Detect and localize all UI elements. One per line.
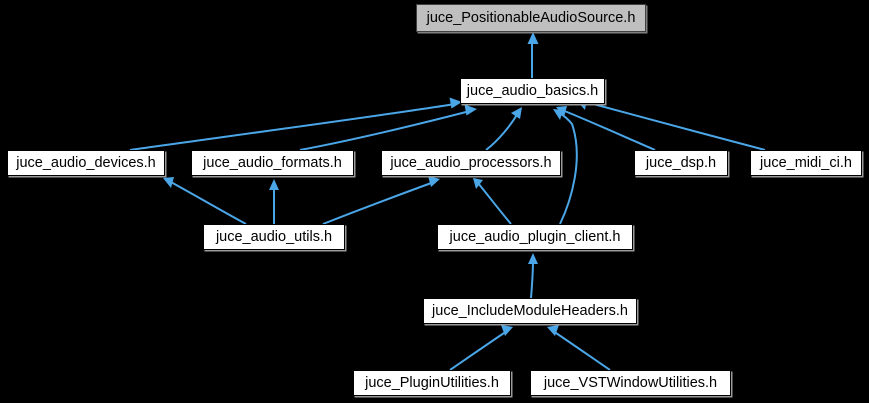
arrowhead-icon bbox=[528, 253, 538, 264]
graph-node-audio_formats[interactable]: juce_audio_formats.h bbox=[191, 150, 354, 176]
graph-node-label: juce_audio_devices.h bbox=[16, 154, 156, 171]
graph-node-positionable_audio_source[interactable]: juce_PositionableAudioSource.h bbox=[416, 4, 646, 32]
arrowhead-icon bbox=[163, 177, 174, 188]
arrowhead-icon bbox=[428, 176, 440, 187]
graph-edge-audio_plugin_client-to-audio_basics bbox=[553, 109, 578, 225]
arrowhead-icon bbox=[527, 32, 539, 44]
graph-node-vst_window_utilities[interactable]: juce_VSTWindowUtilities.h bbox=[530, 370, 731, 396]
graph-node-label: juce_PositionableAudioSource.h bbox=[426, 9, 636, 26]
arrowhead-icon bbox=[449, 97, 462, 109]
graph-edge-audio_utils-to-audio_processors bbox=[322, 176, 440, 225]
graph-edge-plugin_utilities-to-include_module_headers bbox=[449, 325, 513, 371]
graph-edge-audio_utils-to-audio_devices bbox=[163, 177, 247, 225]
graph-edge-audio_utils-to-audio_formats bbox=[269, 179, 279, 225]
graph-node-label: juce_PluginUtilities.h bbox=[365, 374, 499, 391]
arrowhead-icon bbox=[464, 104, 477, 116]
graph-node-plugin_utilities[interactable]: juce_PluginUtilities.h bbox=[353, 370, 511, 396]
graph-node-label: juce_VSTWindowUtilities.h bbox=[543, 374, 718, 391]
graph-node-label: juce_audio_formats.h bbox=[203, 154, 342, 171]
graph-node-label: juce_audio_utils.h bbox=[215, 228, 333, 245]
graph-node-label: juce_midi_ci.h bbox=[760, 154, 852, 171]
arrowhead-icon bbox=[553, 109, 563, 120]
arrowhead-icon bbox=[473, 178, 483, 189]
arrowhead-icon bbox=[511, 107, 522, 119]
graph-edge-vst_window_utilities-to-include_module_headers bbox=[547, 325, 611, 371]
graph-node-midi_ci[interactable]: juce_midi_ci.h bbox=[750, 150, 862, 176]
arrowhead-icon bbox=[501, 325, 513, 336]
graph-edge-audio_formats-to-audio_basics bbox=[299, 104, 477, 151]
graph-node-dsp[interactable]: juce_dsp.h bbox=[634, 150, 728, 176]
graph-node-audio_plugin_client[interactable]: juce_audio_plugin_client.h bbox=[437, 224, 633, 250]
graph-node-label: juce_audio_plugin_client.h bbox=[449, 228, 621, 245]
graph-edge-audio_plugin_client-to-audio_processors bbox=[473, 178, 512, 225]
graph-node-label: juce_dsp.h bbox=[645, 154, 717, 171]
graph-node-label: juce_IncludeModuleHeaders.h bbox=[432, 302, 628, 319]
graph-edge-audio_basics-to-positionable_audio_source bbox=[527, 32, 539, 78]
graph-edge-audio_processors-to-audio_basics bbox=[485, 107, 522, 151]
graph-edge-include_module_headers-to-audio_plugin_client bbox=[528, 253, 538, 299]
arrowhead-icon bbox=[269, 179, 279, 190]
graph-node-label: juce_audio_processors.h bbox=[390, 154, 552, 171]
arrowhead-icon bbox=[547, 325, 559, 336]
graph-edge-dsp-to-audio_basics bbox=[556, 106, 656, 151]
graph-node-audio_basics[interactable]: juce_audio_basics.h bbox=[460, 78, 605, 104]
graph-node-audio_processors[interactable]: juce_audio_processors.h bbox=[381, 150, 561, 176]
graph-edge-audio_devices-to-audio_basics bbox=[129, 97, 462, 151]
graph-node-label: juce_audio_basics.h bbox=[466, 82, 599, 99]
graph-edge-midi_ci-to-audio_basics bbox=[576, 99, 766, 151]
graph-node-audio_devices[interactable]: juce_audio_devices.h bbox=[7, 150, 165, 176]
graph-node-audio_utils[interactable]: juce_audio_utils.h bbox=[203, 224, 345, 250]
graph-node-include_module_headers[interactable]: juce_IncludeModuleHeaders.h bbox=[423, 298, 637, 324]
